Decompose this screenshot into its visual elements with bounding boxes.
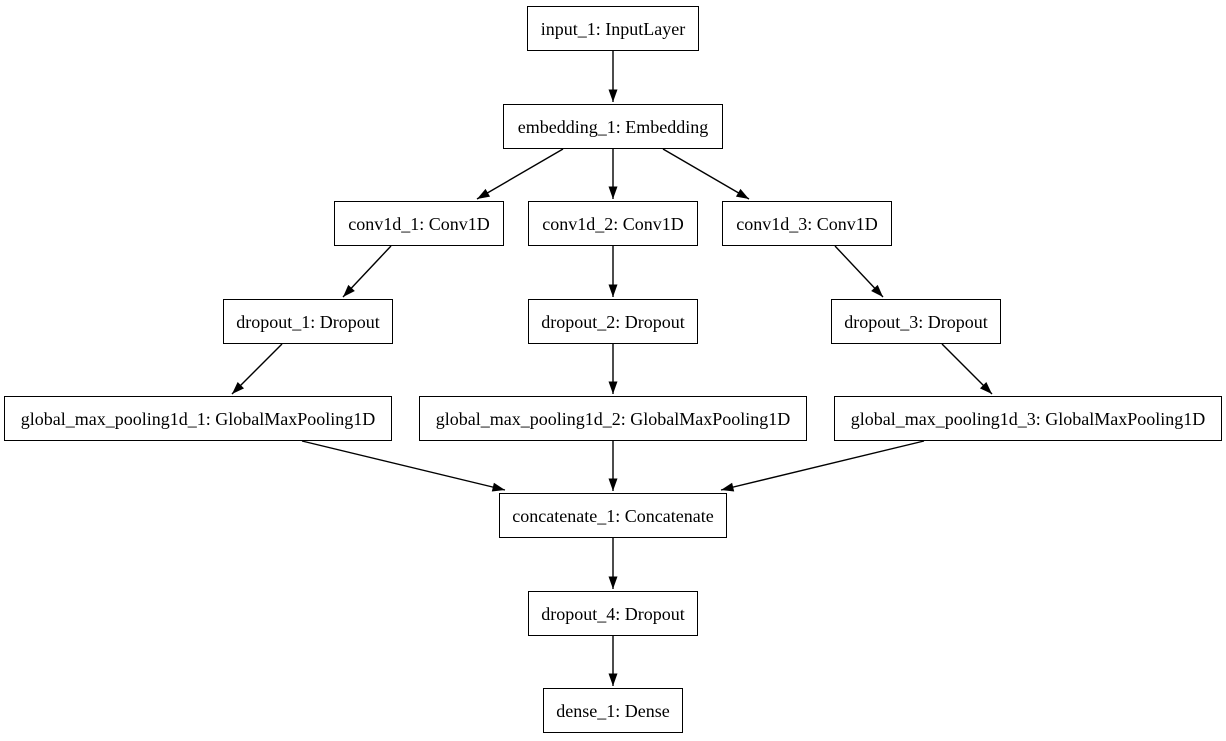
node-global-max-pooling1d-3: global_max_pooling1d_3: GlobalMaxPooling… xyxy=(834,396,1222,441)
node-conv1d-2: conv1d_2: Conv1D xyxy=(528,201,698,246)
node-embedding-1: embedding_1: Embedding xyxy=(503,104,723,149)
node-global-max-pooling1d-1: global_max_pooling1d_1: GlobalMaxPooling… xyxy=(4,396,392,441)
edge-embedding-1-conv1d-1 xyxy=(476,148,564,200)
node-dropout-2: dropout_2: Dropout xyxy=(528,299,698,344)
node-conv1d-3: conv1d_3: Conv1D xyxy=(722,201,892,246)
node-input-1: input_1: InputLayer xyxy=(527,6,699,51)
node-conv1d-1: conv1d_1: Conv1D xyxy=(334,201,504,246)
edge-conv1d-1-dropout-1 xyxy=(342,245,392,298)
edge-conv1d-3-dropout-3 xyxy=(834,245,884,298)
edge-global-max-pooling1d-1-concatenate-1 xyxy=(301,440,506,492)
node-global-max-pooling1d-2: global_max_pooling1d_2: GlobalMaxPooling… xyxy=(419,396,807,441)
node-dropout-3: dropout_3: Dropout xyxy=(831,299,1001,344)
edge-embedding-1-conv1d-3 xyxy=(662,148,750,200)
node-dropout-4: dropout_4: Dropout xyxy=(528,591,698,636)
node-dropout-1: dropout_1: Dropout xyxy=(223,299,393,344)
edge-dropout-3-global-max-pooling1d-3 xyxy=(941,343,993,395)
edge-dropout-1-global-max-pooling1d-1 xyxy=(231,343,283,395)
node-dense-1: dense_1: Dense xyxy=(543,688,683,733)
node-concatenate-1: concatenate_1: Concatenate xyxy=(499,493,727,538)
edge-global-max-pooling1d-3-concatenate-1 xyxy=(720,440,925,492)
